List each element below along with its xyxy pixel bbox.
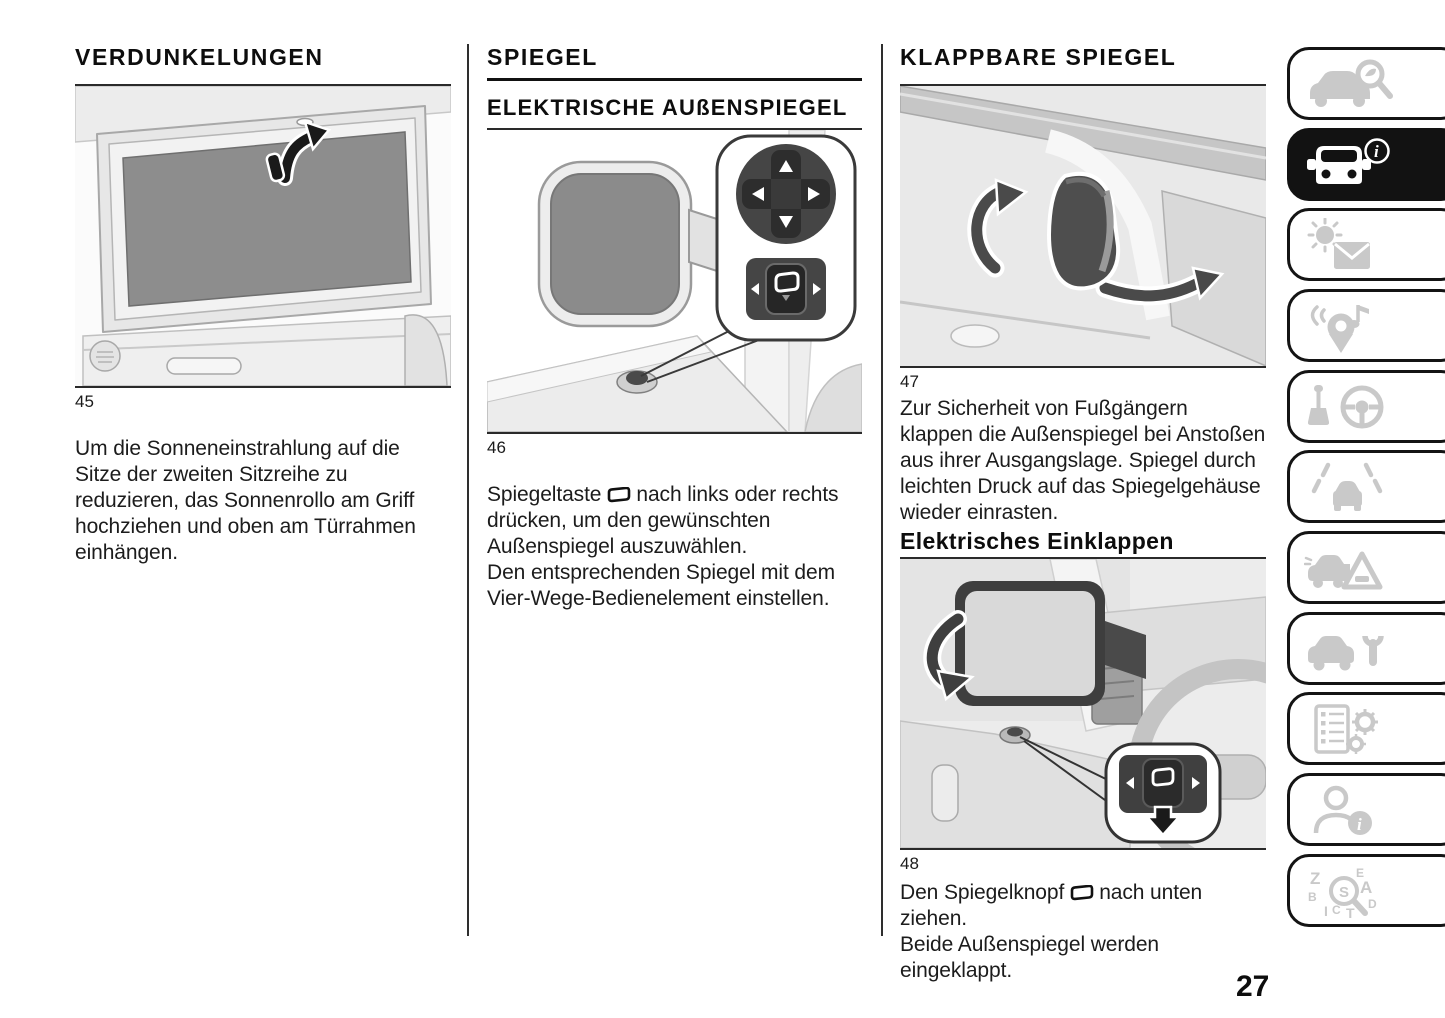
klappbare-spiegel-body: Zur Sicherheit von Fußgängern klappen di… [900, 397, 1266, 524]
technical-data-icon [1314, 704, 1378, 754]
sidebar-tab-customer-info[interactable]: i [1287, 773, 1445, 846]
car-info-icon: i [1307, 138, 1390, 184]
figure-47-label: 47 [900, 372, 919, 391]
section-spiegel: SPIEGEL ELEKTRISCHE AUßENSPIEGEL [487, 44, 862, 612]
driver-assistance-icon [1311, 462, 1383, 511]
down-arrow [779, 216, 793, 228]
svg-text:Z: Z [1310, 869, 1320, 888]
pull-down-arrow [1144, 805, 1182, 837]
mirror-glyph [1151, 767, 1175, 787]
figure-45 [75, 84, 451, 388]
svg-text:E: E [1356, 866, 1364, 880]
sidebar-tab-service-maintenance[interactable] [1287, 612, 1445, 685]
pull-up-arrow [280, 132, 316, 183]
page-number: 27 [1236, 970, 1270, 1003]
svg-text:B: B [1308, 890, 1317, 904]
figure-45-label: 45 [75, 392, 94, 411]
emergency-icon [1304, 551, 1383, 590]
sidebar-tab-emergency[interactable] [1287, 531, 1445, 604]
right-arrow [808, 187, 820, 201]
mirror-button-icon [608, 486, 631, 503]
svg-text:i: i [1357, 815, 1362, 834]
seat [404, 314, 448, 386]
sunshade-grip [265, 152, 286, 183]
section-verdunkelungen: VERDUNKELUNGEN 45 Um die Sonneneinstrahl… [75, 44, 451, 566]
service-maintenance-icon [1308, 635, 1384, 671]
figure-47 [900, 84, 1266, 368]
car-inspection-icon [1310, 59, 1393, 107]
fold-arrow-left [971, 186, 1006, 274]
sidebar-tab-driver-assistance[interactable] [1287, 450, 1445, 523]
sidebar-tab-multimedia-navigation[interactable] [1287, 289, 1445, 362]
section-klappbare-spiegel: KLAPPBARE SPIEGEL 47 Zur Sicherheit von … [900, 44, 1266, 984]
svg-text:i: i [1374, 142, 1379, 161]
column-divider-2 [881, 44, 883, 936]
column-divider-1 [467, 44, 469, 936]
door-handle [931, 764, 959, 822]
svg-text:S: S [1339, 884, 1349, 901]
left-arrow [752, 187, 764, 201]
sidebar-tab-starting-driving[interactable] [1287, 370, 1445, 443]
starting-driving-icon [1307, 385, 1384, 429]
mirror-glyph [774, 271, 800, 293]
figure-48 [900, 557, 1266, 850]
warning-lights-message-icon [1307, 218, 1370, 269]
sidebar-tab-car-info[interactable]: i [1287, 128, 1445, 201]
up-arrow [779, 160, 793, 172]
figure-47-illustration [900, 86, 1266, 366]
speaker [89, 340, 121, 372]
door-handle [950, 324, 1000, 348]
figure-45-illustration [75, 86, 451, 386]
multimedia-navigation-icon [1310, 305, 1369, 353]
figure-48-illustration [900, 559, 1266, 848]
mirror-glass [550, 173, 680, 315]
svg-text:D: D [1368, 897, 1377, 911]
mirror-glass [965, 591, 1095, 696]
figure-46-label: 46 [487, 438, 506, 457]
sidebar-tab-car-inspection[interactable] [1287, 47, 1445, 120]
mirror-button-icon [1070, 884, 1094, 901]
mirror-arm [1105, 621, 1146, 679]
svg-text:I: I [1324, 903, 1328, 919]
a-pillar [1044, 129, 1170, 321]
figure-46-illustration [487, 130, 862, 432]
svg-text:T: T [1346, 905, 1355, 920]
customer-info-icon: i [1313, 785, 1372, 835]
chapter-heading-spiegel: SPIEGEL [487, 44, 862, 81]
body-crease [900, 300, 1151, 340]
figure-48-label: 48 [900, 854, 919, 873]
sidebar-tab-warning-lights-messages[interactable] [1287, 208, 1445, 281]
section-heading-klappbare-spiegel: KLAPPBARE SPIEGEL [900, 44, 1177, 70]
door-handle [166, 357, 242, 375]
svg-text:A: A [1360, 878, 1372, 897]
mirror-glass-edge [1098, 190, 1114, 273]
mirror-switch-on-door [1007, 727, 1023, 737]
fold-arrow-right [1099, 278, 1202, 302]
subheading-elektrisches-einklappen: Elektrisches Einklappen [900, 528, 1174, 554]
sidebar-tab-technical-data[interactable] [1287, 692, 1445, 765]
figure-46 [487, 128, 862, 434]
svg-text:C: C [1332, 903, 1341, 917]
section-heading-verdunkelungen: VERDUNKELUNGEN [75, 44, 324, 70]
subheading-elektrische-aussenspiegel: ELEKTRISCHE AUßENSPIEGEL [487, 95, 848, 120]
dashboard-edge [804, 363, 862, 432]
verdunkelungen-body: Um die Sonneneinstrahlung auf die Sitze … [75, 437, 416, 564]
